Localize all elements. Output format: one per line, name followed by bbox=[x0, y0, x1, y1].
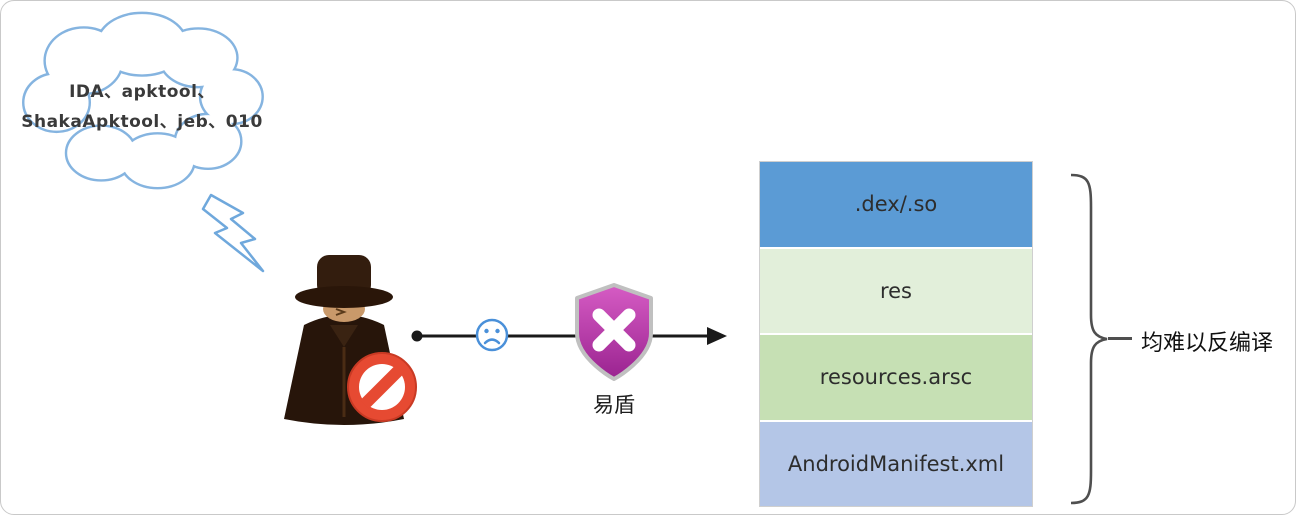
cloud-tools-line2: ShakaApktool、jeb、010 bbox=[21, 112, 263, 132]
thought-cloud-icon bbox=[22, 11, 264, 190]
lightning-bolt-icon bbox=[201, 193, 265, 273]
stack-layer-label: resources.arsc bbox=[819, 365, 973, 390]
stack-layer-dex-so: .dex/.so bbox=[760, 162, 1032, 249]
cloud-tools-line1: IDA、apktool、 bbox=[69, 82, 215, 102]
stack-layer-label: res bbox=[879, 278, 913, 303]
stack-layer-label: .dex/.so bbox=[854, 192, 938, 217]
annotation-connector-line bbox=[1108, 337, 1132, 340]
annotation-label: 均难以反编译 bbox=[1141, 331, 1274, 356]
shield-x-icon bbox=[575, 283, 653, 381]
sad-face-icon bbox=[475, 318, 509, 352]
stack-layer-label: AndroidManifest.xml bbox=[787, 451, 1005, 476]
stack-layer-resources-arsc: resources.arsc bbox=[760, 335, 1032, 422]
flow-arrow bbox=[411, 327, 727, 345]
stack-layer-res: res bbox=[760, 248, 1032, 335]
prohibition-sign-icon bbox=[347, 352, 417, 422]
apk-structure-stack: .dex/.so res resources.arsc AndroidManif… bbox=[759, 161, 1033, 507]
curly-brace bbox=[1070, 173, 1108, 505]
hacker-figure-icon bbox=[284, 255, 417, 425]
stack-layer-androidmanifest: AndroidManifest.xml bbox=[760, 421, 1032, 506]
shield-label: 易盾 bbox=[593, 393, 635, 417]
